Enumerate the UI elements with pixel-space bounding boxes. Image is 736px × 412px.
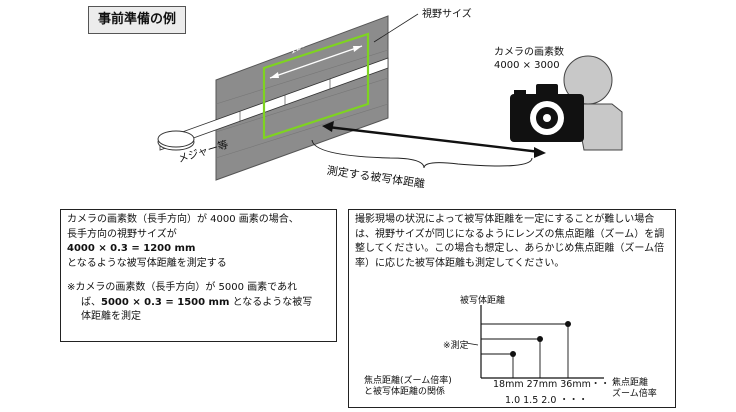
left-note-line1: ※カメラの画素数（長手方向）が 5000 画素であれ xyxy=(67,282,298,293)
camera-label: カメラの画素数 4000 × 3000 xyxy=(494,46,564,72)
right-text: 撮影現場の状況によって被写体距離を一定にすることが難しい場合は、視野サイズが同じ… xyxy=(355,214,665,269)
graph-relation-caption: 焦点距離(ズーム倍率) と被写体距離の関係 xyxy=(364,376,452,398)
camera-icon xyxy=(510,84,584,142)
left-formula: 4000 × 0.3 = 1200 mm xyxy=(67,243,196,254)
fov-frame xyxy=(262,32,370,140)
graph-relation-line2: と被写体距離の関係 xyxy=(364,387,446,397)
fov-leader xyxy=(373,13,419,43)
graph-x-ticks-mm: 18mm 27mm 36mm・・・ xyxy=(493,379,620,390)
left-note: ※カメラの画素数（長手方向）が 5000 画素であれ ば、5000 × 0.3 … xyxy=(67,281,330,325)
tape-strip xyxy=(159,57,389,151)
point-36mm xyxy=(565,321,571,327)
left-note-post: となるような被写 xyxy=(229,296,313,308)
distance-brace xyxy=(311,139,533,169)
graph-relation-line1: 焦点距離(ズーム倍率) xyxy=(364,376,452,386)
camera-label-line1: カメラの画素数 xyxy=(494,47,564,58)
distance-arrow xyxy=(327,125,541,154)
point-27mm xyxy=(537,336,543,342)
graph-x-label: 焦点距離 ズーム倍率 xyxy=(612,378,657,400)
right-note-box: 撮影現場の状況によって被写体距離を一定にすることが難しい場合は、視野サイズが同じ… xyxy=(348,209,676,408)
left-note-pre: ば、 xyxy=(81,296,101,308)
focal-distance-graph xyxy=(465,305,604,379)
graph-y-label: 被写体距離 xyxy=(460,296,506,306)
dimension-arrow xyxy=(269,45,363,79)
left-note-line3: 体距離を測定 xyxy=(81,311,141,322)
camera-label-line2: 4000 × 3000 xyxy=(494,60,560,71)
graph-measure-note: ※測定 xyxy=(443,341,469,351)
left-note-formula: 5000 × 0.3 = 1500 mm xyxy=(101,296,230,308)
left-line2: 長手方向の視野サイズが xyxy=(67,228,177,240)
graph-x-ticks-zoom: 1.0 1.5 2.0 ・・・ xyxy=(505,395,588,406)
left-note-box: カメラの画素数（長手方向）が 4000 画素の場合、 長手方向の視野サイズが 4… xyxy=(60,209,337,342)
left-line3: となるような被写体距離を測定する xyxy=(67,257,227,269)
title-box: 事前準備の例 xyxy=(88,6,186,34)
fov-label: 視野サイズ xyxy=(422,9,472,20)
graph-x-label-line1: 焦点距離 xyxy=(612,378,649,388)
graph-x-label-line2: ズーム倍率 xyxy=(612,389,657,399)
point-18mm xyxy=(510,351,516,357)
left-line1: カメラの画素数（長手方向）が 4000 画素の場合、 xyxy=(67,214,299,225)
